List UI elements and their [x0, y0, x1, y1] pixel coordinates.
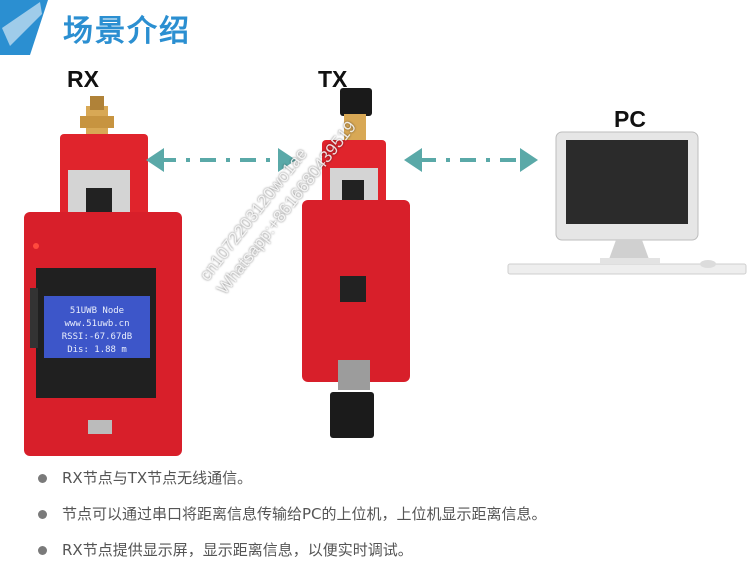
pc-label: PC — [614, 106, 646, 132]
arrow-rx-tx — [146, 148, 296, 172]
arrow-tx-pc — [404, 148, 538, 172]
rx-board: 51UWB Node www.51uwb.cn RSSI:-67.67dB Di… — [24, 96, 182, 456]
bullet-icon — [38, 510, 47, 519]
bullet-icon — [38, 474, 47, 483]
scene-illustration: 51UWB Node www.51uwb.cn RSSI:-67.67dB Di… — [24, 88, 747, 456]
tx-board — [302, 88, 410, 438]
oled-line-2: www.51uwb.cn — [64, 319, 129, 329]
page-title: 场景介绍 — [63, 14, 191, 49]
list-item-text: RX节点与TX节点无线通信。 — [62, 469, 253, 487]
list-item-text: RX节点提供显示屏，显示距离信息，以便实时调试。 — [62, 541, 413, 559]
title-bar: 场景介绍 — [0, 0, 750, 55]
rx-label: RX — [67, 66, 99, 92]
rx-oled-screen — [44, 296, 150, 358]
pc-monitor — [507, 131, 747, 275]
oled-line-4: Dis: 1.88 m — [67, 345, 127, 355]
title-decoration — [0, 0, 48, 55]
list-item: 节点可以通过串口将距离信息传输给PC的上位机，上位机显示距离信息。 — [36, 502, 736, 538]
list-item: RX节点提供显示屏，显示距离信息，以便实时调试。 — [36, 538, 736, 574]
list-item: RX节点与TX节点无线通信。 — [36, 466, 736, 502]
bullet-list: RX节点与TX节点无线通信。 节点可以通过串口将距离信息传输给PC的上位机，上位… — [36, 466, 736, 574]
bullet-icon — [38, 546, 47, 555]
oled-line-3: RSSI:-67.67dB — [62, 332, 132, 342]
list-item-text: 节点可以通过串口将距离信息传输给PC的上位机，上位机显示距离信息。 — [62, 505, 547, 523]
oled-line-1: 51UWB Node — [70, 306, 124, 316]
tx-label: TX — [318, 66, 348, 92]
